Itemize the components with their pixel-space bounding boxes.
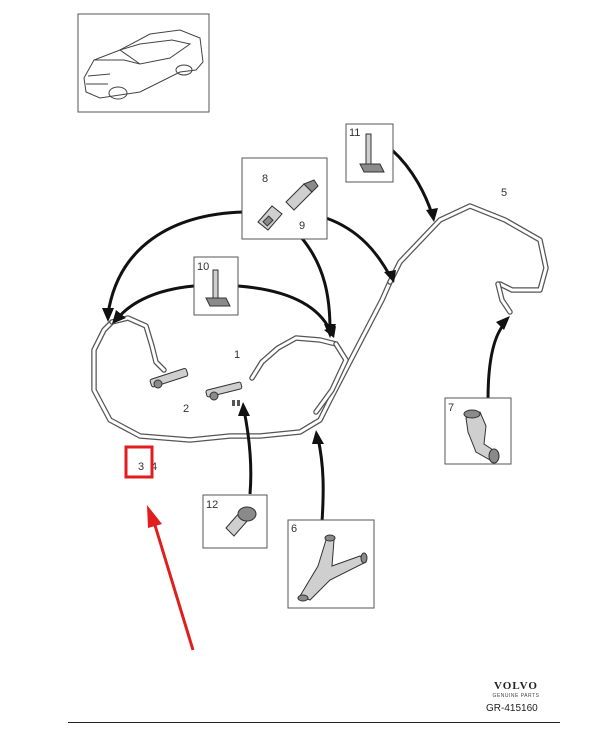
small-clip-marks: [232, 400, 240, 406]
part-box-8-9: [241, 157, 328, 240]
hose-clip-icon: [359, 133, 385, 173]
bolt-icon: [225, 506, 257, 537]
part-box-12: [202, 494, 268, 549]
car-thumbnail: [77, 13, 210, 113]
highlight-annotation: [124, 445, 195, 651]
brand-name: VOLVO: [494, 680, 538, 692]
part-labels: 1 2 3 4 5 6 7 8 9 10 11 12: [138, 127, 507, 535]
volvo-logo: VOLVO GENUINE PARTS: [486, 680, 546, 699]
pointer-arrowhead: [147, 505, 162, 528]
label-1: 1: [234, 349, 240, 361]
highlight-box: [124, 445, 154, 479]
label-5: 5: [501, 187, 507, 199]
bottom-rule: [68, 722, 560, 723]
nozzle-icon: [149, 368, 243, 401]
hose-clip-icon: [205, 269, 231, 307]
label-2: 2: [183, 403, 189, 415]
elbow-connector-icon: [463, 409, 500, 464]
part-box-6: [287, 519, 375, 609]
part-box-10: [193, 256, 239, 316]
label-11: 11: [349, 127, 360, 139]
brand-subtitle: GENUINE PARTS: [492, 693, 540, 699]
label-10: 10: [197, 261, 209, 273]
label-3: 3: [138, 461, 144, 473]
part-box-11: [345, 123, 394, 183]
label-8: 8: [262, 173, 268, 185]
label-9: 9: [299, 220, 305, 232]
label-4: 4: [151, 461, 157, 473]
label-12: 12: [206, 499, 218, 511]
washer-hose: [91, 203, 549, 443]
pointer-arrow: [152, 521, 195, 651]
arrows: [102, 148, 510, 523]
label-6: 6: [291, 523, 297, 535]
part-box-7: [444, 397, 512, 465]
reference-number: GR-415160: [486, 703, 538, 714]
label-7: 7: [448, 402, 454, 414]
car-thumbnail-icon: [83, 29, 204, 100]
t-connector-icon: [257, 179, 319, 231]
y-connector-icon: [297, 534, 368, 602]
